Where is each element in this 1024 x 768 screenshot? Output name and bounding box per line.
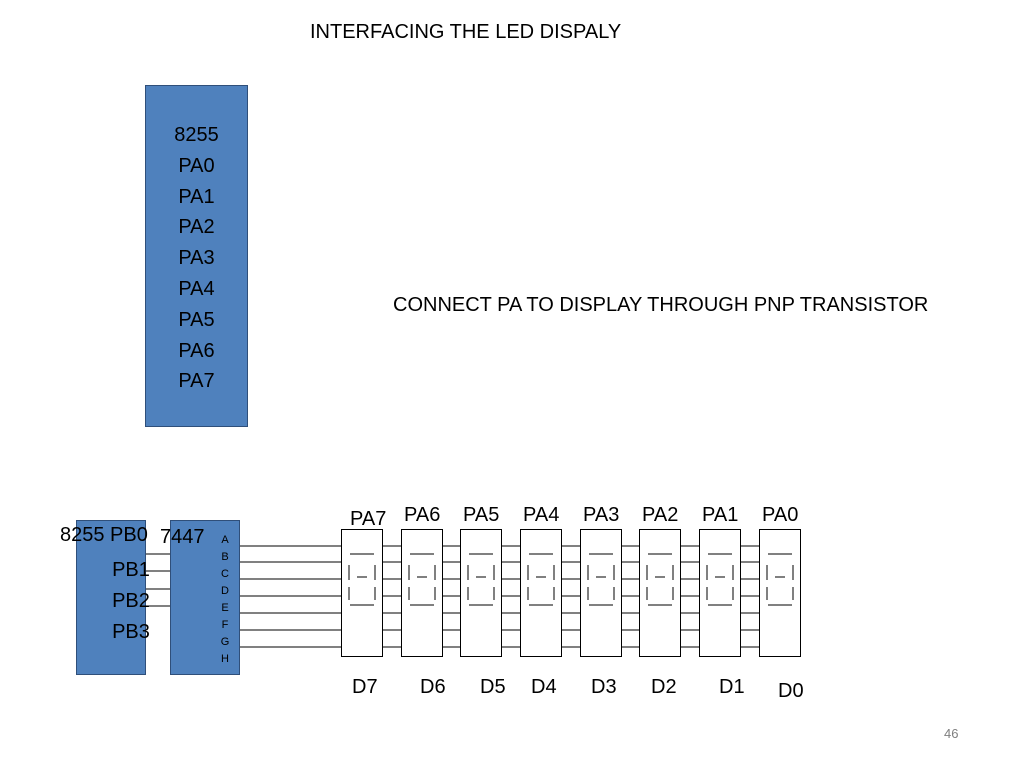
chip-8255-pin-list: 8255 PA0 PA1 PA2 PA3 PA4 PA5 PA6 PA7 [146, 120, 247, 397]
segment-label: A [221, 534, 229, 546]
slide-title: INTERFACING THE LED DISPALY [310, 21, 622, 43]
digit-label-d0: D0 [778, 680, 804, 702]
pin-label: PA5 [178, 308, 215, 331]
segment-label: F [221, 619, 229, 631]
digit-label-d6: D6 [420, 676, 446, 698]
page-number: 46 [944, 726, 959, 741]
port-b-pin-list: PB1 PB2 PB3 [76, 555, 186, 648]
seven-segment-display [341, 529, 383, 657]
port-label-pa5: PA5 [463, 504, 500, 526]
segment-labels: A B C D E F G H [218, 532, 232, 668]
segment-label: H [221, 653, 229, 665]
digit-label-d7: D7 [352, 676, 378, 698]
seven-segment-display [401, 529, 443, 657]
port-label-pa3: PA3 [583, 504, 620, 526]
pin-label: PA2 [178, 216, 215, 239]
port-label-pa0: PA0 [762, 504, 799, 526]
segment-label: G [220, 636, 230, 648]
port-label-pa6: PA6 [404, 504, 441, 526]
port-label-pa1: PA1 [702, 504, 739, 526]
segment-label: C [221, 568, 229, 580]
digit-label-d2: D2 [651, 676, 677, 698]
seven-segment-display [759, 529, 801, 657]
pin-label: PA3 [178, 247, 215, 270]
digit-label-d5: D5 [480, 676, 506, 698]
digit-label-d3: D3 [591, 676, 617, 698]
segment-label: B [221, 551, 229, 563]
pin-label: PB2 [112, 590, 150, 612]
pin-label: PA6 [178, 339, 215, 362]
connection-note: CONNECT PA TO DISPLAY THROUGH PNP TRANSI… [393, 294, 929, 316]
pin-label: PA4 [178, 277, 215, 300]
seven-segment-display [520, 529, 562, 657]
decoder-7447 [170, 520, 240, 675]
port-label-pa2: PA2 [642, 504, 679, 526]
pin-label: PA0 [178, 154, 215, 177]
seven-segment-display [639, 529, 681, 657]
port-b-head-label: 8255 PB0 [60, 524, 148, 546]
chip-name: 8255 [174, 124, 219, 146]
chip-8255-port-a: 8255 PA0 PA1 PA2 PA3 PA4 PA5 PA6 PA7 [145, 85, 248, 427]
pin-label: PA1 [178, 185, 215, 208]
chip-8255-port-b [76, 520, 146, 675]
port-label-pa7: PA7 [350, 508, 387, 530]
segment-label: D [221, 585, 229, 597]
pin-label: PB1 [112, 559, 150, 581]
segment-label: E [221, 602, 229, 614]
seven-segment-display [699, 529, 741, 657]
digit-label-d4: D4 [531, 676, 557, 698]
seven-segment-display [460, 529, 502, 657]
pin-label: PB3 [112, 621, 150, 643]
seven-segment-display [580, 529, 622, 657]
pin-label: PA7 [178, 370, 215, 393]
decoder-label: 7447 [160, 526, 205, 548]
port-label-pa4: PA4 [523, 504, 560, 526]
digit-label-d1: D1 [719, 676, 745, 698]
